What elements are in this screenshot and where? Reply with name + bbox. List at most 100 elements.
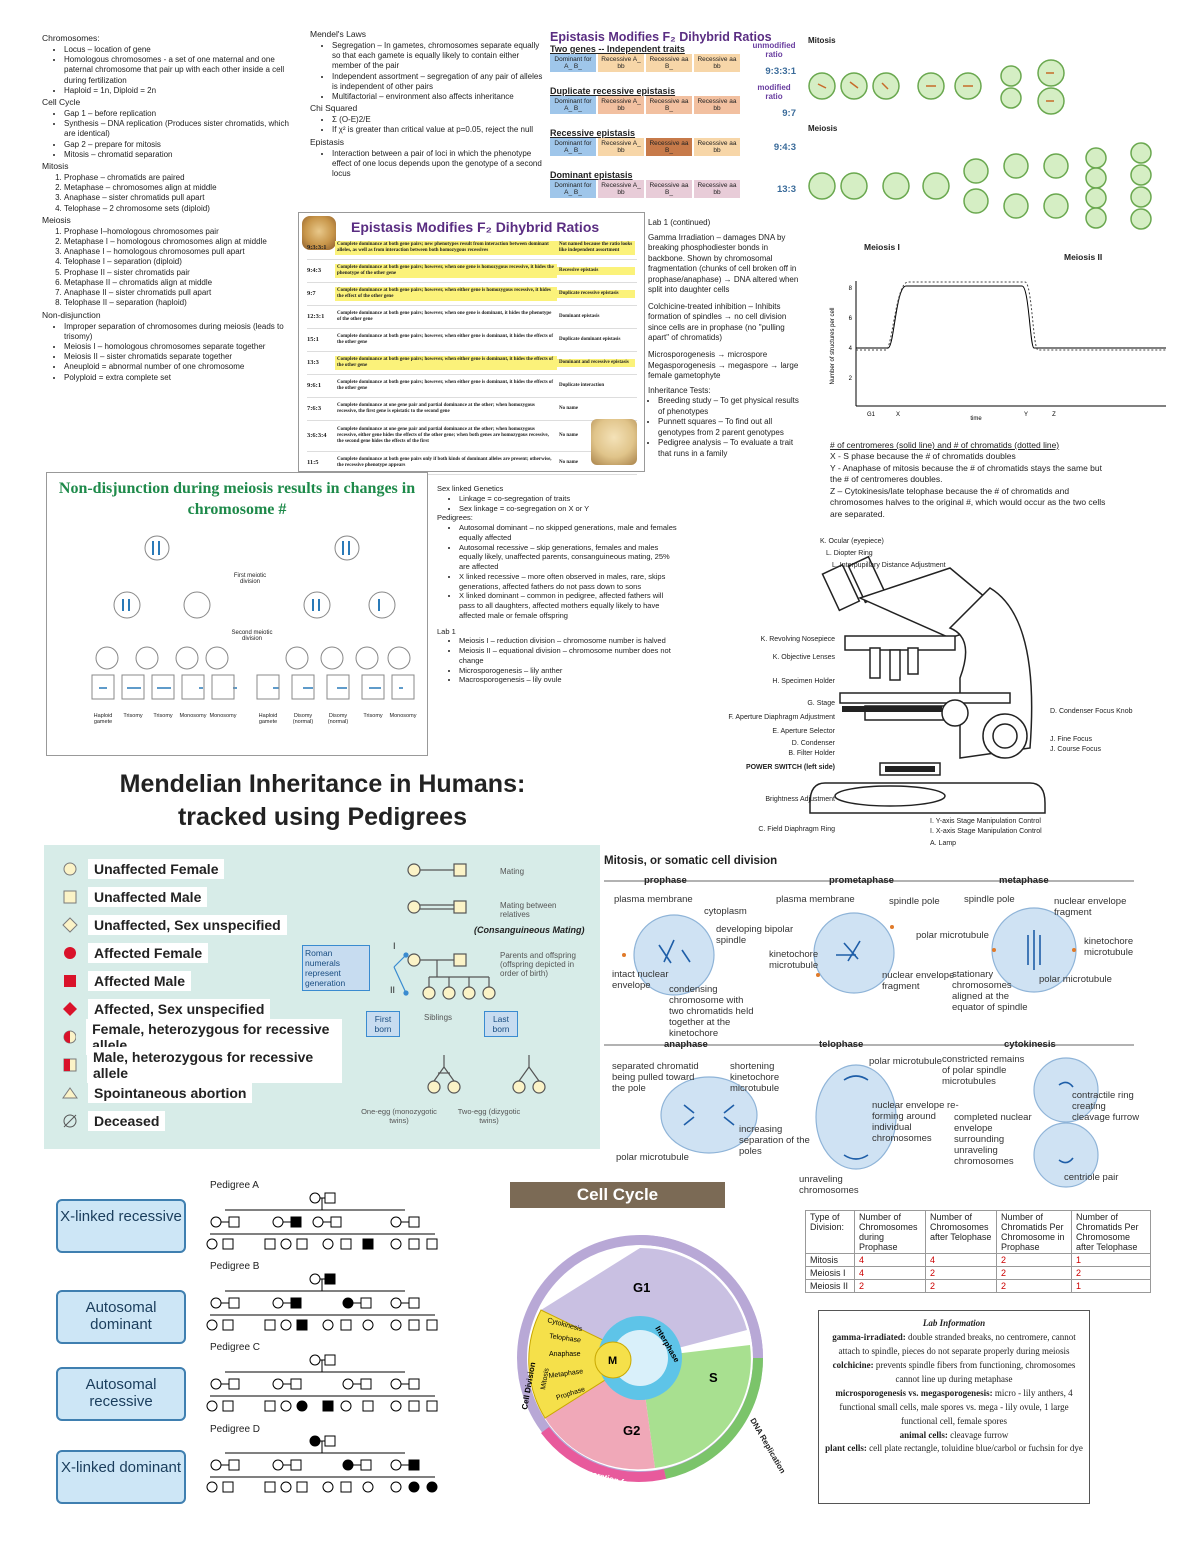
list-item: Metaphase I – homologous chromosomes ali…: [64, 237, 297, 247]
lab-info-title: Lab Information: [922, 1318, 986, 1328]
ratio-cell: 9:4:3: [307, 267, 322, 275]
notes-column: Chromosomes: Locus – location of geneHom…: [42, 32, 297, 383]
phase-metaphase: metaphase: [999, 875, 1049, 886]
pedigree-female: [390, 1378, 402, 1390]
ytick: 4: [849, 346, 853, 352]
mitosis-meiosis-diagram: Mitosis Meiosis Meiosis I Meiosis II: [806, 30, 1166, 270]
pedigree-symbols: [393, 863, 546, 1094]
microscope-label: J. Course Focus: [1050, 746, 1101, 753]
legend-het-male: Male, heterozygous for recessive allele: [62, 1047, 342, 1083]
epistasis-cell: Recessive aa B_: [646, 138, 692, 156]
pedigree-female: [210, 1459, 222, 1471]
puppy-image: [591, 419, 637, 465]
lab-info-term: animal cells:: [899, 1429, 948, 1440]
epistasis-cell: Recessive aa B_: [646, 54, 692, 72]
pedigree-female: [390, 1319, 402, 1331]
pedigree-female: [309, 1435, 321, 1447]
name-cell: Dominant epistasis: [559, 314, 600, 320]
siblings-label: Siblings: [424, 1013, 453, 1022]
pedigree-c-title: Pedigree C: [210, 1342, 261, 1353]
ytick: 6: [849, 316, 853, 322]
pedigree-male: [408, 1400, 420, 1412]
pedigree-female: [272, 1378, 284, 1390]
pedigree-female: [280, 1319, 292, 1331]
gamete-label: Trisomy: [363, 713, 383, 719]
pedigree-female: [340, 1400, 352, 1412]
nondisjunction-title: Non-disjunction during meiosis results i…: [58, 480, 416, 518]
list-item: Homologous chromosomes - a set of one ma…: [64, 55, 297, 86]
pedigree-male: [360, 1378, 372, 1390]
pedigree-female: [206, 1319, 218, 1331]
pedigree-female: [210, 1297, 222, 1309]
list-item: Microsporogenesis – lily anther: [459, 666, 677, 676]
epistasis-ratio-label: unmodified ratio: [752, 41, 796, 59]
pedigree-female: [312, 1216, 324, 1228]
list-item: Metaphase II – chromatids align at middl…: [64, 278, 297, 288]
mitosis-label: stationary chromosomes aligned at the eq…: [952, 969, 1028, 1013]
list-item: Meiosis I – reduction division – chromos…: [459, 636, 677, 646]
mitosis-wheel-label: Mitosis: [540, 1367, 551, 1390]
lab1-heading: Lab 1 (continued): [648, 218, 711, 227]
epistasis-cell: Dominant for A_ B_: [550, 138, 596, 156]
lab-info-definition: prevents spindle fibers from functioning…: [873, 1359, 1076, 1384]
list-item: Gap 1 – before replication: [64, 109, 297, 119]
list-item: Autosomal dominant – no skipped generati…: [459, 523, 677, 543]
list-item: Independent assortment – segregation of …: [332, 72, 545, 92]
mitosis-label: polar microtubule: [916, 930, 989, 941]
graph-caption: # of centromeres (solid line) and # of c…: [830, 440, 1115, 520]
table-header: Number of Chromatids Per Chromosome afte…: [1071, 1210, 1151, 1254]
description-cell: Complete dominance at both gene pairs; h…: [335, 264, 557, 278]
gamete-label: Haploid gamete: [258, 713, 278, 725]
epistasis-cell: Recessive aa bb: [694, 180, 740, 198]
chromatid-line: [856, 281, 1166, 351]
phase-anaphase: anaphase: [664, 1039, 708, 1050]
list-item: Telophase II – separation (haploid): [64, 298, 297, 308]
pedigree-male: [330, 1216, 342, 1228]
ratio-cell: 3:6:3:4: [307, 432, 327, 440]
lab-info-line: animal cells: cleavage furrow: [825, 1429, 1083, 1443]
legend-unaffected-female: Unaffected Female: [62, 855, 342, 883]
list-item: Telophase I – separation (diploid): [64, 257, 297, 267]
microscope-label: C. Field Diaphragm Ring: [758, 826, 835, 833]
mitosis-label: intact nuclear envelope: [612, 969, 669, 991]
epistasis-heading: Epistasis: [310, 136, 345, 147]
list-item: Pedigree analysis – To evaluate a trait …: [658, 438, 803, 459]
epistasis-row-heading: Dominant epistasis: [550, 170, 633, 180]
epistasis-cell: Recessive aa bb: [694, 96, 740, 114]
list-item: X linked recessive – more often observed…: [459, 572, 677, 592]
pedigree-charts: [206, 1192, 438, 1493]
epistasis-cell: Dominant for A_ B_: [550, 96, 596, 114]
mitosis-label: plasma membrane: [614, 894, 693, 905]
svg-text:Cell Growth: Cell Growth: [607, 1215, 666, 1232]
second-division-label: Second meiotic division: [231, 630, 273, 642]
lab1-colchicine: Colchicine-treated inhibition – Inhibits…: [648, 301, 787, 343]
meiosis-cells: [808, 142, 1152, 230]
pedigree-female: [322, 1319, 334, 1331]
pedigree-female: [322, 1238, 334, 1250]
nondisjunction-diagram: [91, 535, 415, 700]
mendel-heading: Mendel's Laws: [310, 29, 366, 39]
mitosis-figure: Mitosis, or somatic cell division propha…: [604, 855, 1144, 1201]
list-item: Multifactorial – environment also affect…: [332, 92, 545, 102]
graph-ylabel: Number of structures per cell: [830, 307, 836, 384]
gamete-label: Monosomy: [209, 713, 237, 719]
pedigree-a-title: Pedigree A: [210, 1180, 259, 1191]
description-cell: Complete dominance at both gene pairs; n…: [335, 241, 557, 255]
ratio-cell: 7:6:3: [307, 405, 322, 413]
centromere-graph: Number of structures per cell 8 6 4 2 G1…: [826, 276, 1171, 436]
list-item: Sex linkage = co-segregation on X or Y: [459, 504, 677, 514]
two-egg-label: Two-egg (dizygotic twins): [457, 1107, 521, 1125]
epistasis-table-row: 9:4:3 Complete dominance at both gene pai…: [307, 260, 637, 283]
pedigree-male: [324, 1435, 336, 1447]
list-item: Prophase – chromatids are paired: [64, 173, 297, 183]
microscope-label: E. Aperture Selector: [772, 728, 835, 735]
meiosis-i-label: Meiosis I: [864, 242, 900, 252]
meiosis-ii-label: Meiosis II: [1064, 252, 1103, 262]
pedigree-female: [272, 1297, 284, 1309]
list-item: Synthesis – DNA replication (Produces si…: [64, 119, 297, 139]
